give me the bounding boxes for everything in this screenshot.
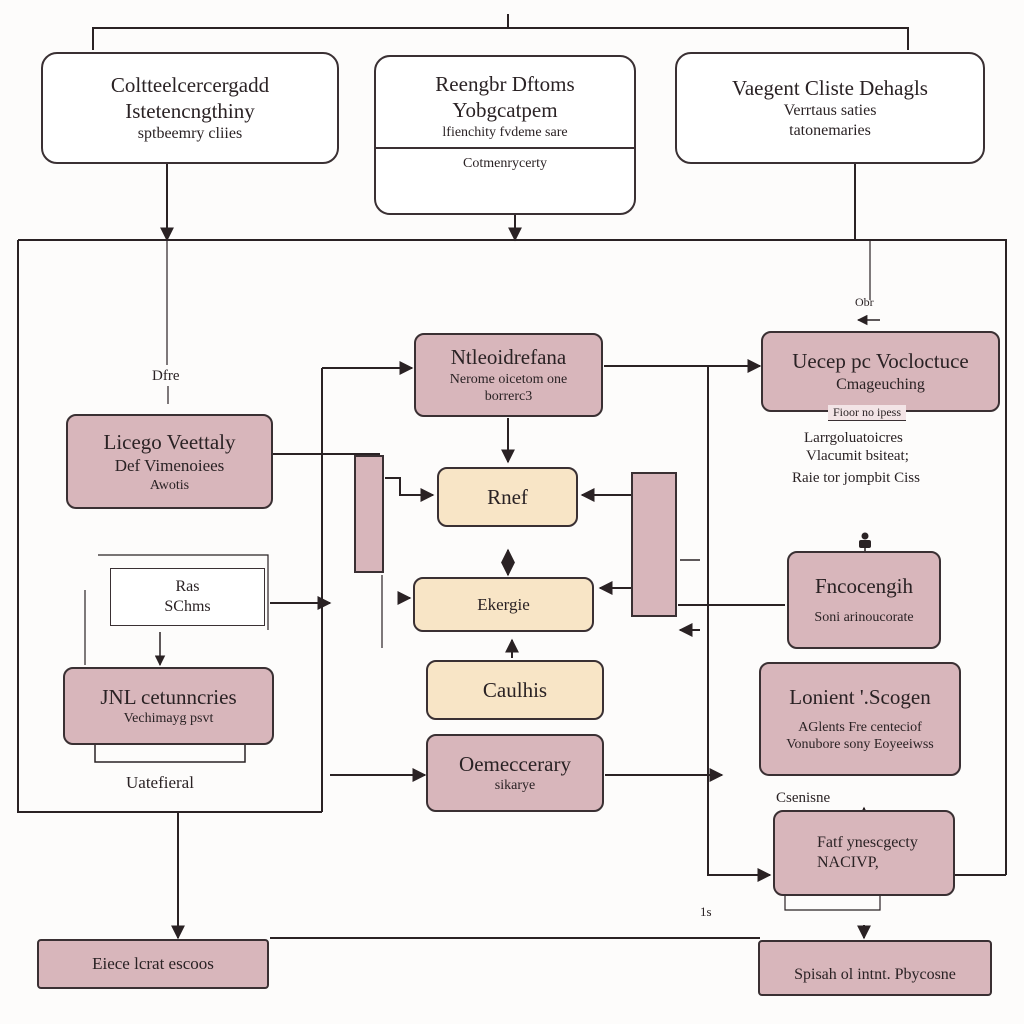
top-box-center-subtitle: Yobgcatpem <box>452 98 558 123</box>
left-node-1-caption: Awotis <box>149 477 190 493</box>
right-node-1: Uecep pc Vocloctuce Cmageuching <box>761 331 1000 412</box>
top-box-center: Reengbr Dftoms Yobgcatpem lfienchity fvd… <box>374 55 636 215</box>
center-node-1-subtitle: Nerome oicetom one <box>449 371 568 387</box>
right-node-4-subtitle: NACIVP, <box>817 854 879 871</box>
right-node-4-title: Fatf ynescgecty <box>817 834 918 851</box>
top-box-center-title: Reengbr Dftoms <box>435 72 575 96</box>
center-node-3-title: Ekergie <box>477 594 530 614</box>
right-mid-label: Csenisne <box>776 790 831 806</box>
center-node-4: Caulhis <box>426 660 604 720</box>
small-person-icon <box>858 532 872 548</box>
bottom-node-left: Eiece lcrat escoos <box>37 939 269 989</box>
left-node-1: Licego Veettaly Def Vimenoiees Awotis <box>66 414 273 509</box>
left-node-1-subtitle: Def Vimenoiees <box>114 456 225 476</box>
center-node-1-title: Ntleoidrefana <box>450 345 567 370</box>
top-box-center-note: Cotmenrycerty <box>463 156 547 171</box>
right-node-2-title: Fncocengih <box>815 574 913 599</box>
right-note-line-2: Vlacumit bsiteat; <box>806 448 909 464</box>
bottom-node-left-title: Eiece lcrat escoos <box>92 954 214 974</box>
top-box-left-caption: sptbeemry cliies <box>137 125 243 143</box>
center-node-1-caption: borrerc3 <box>484 389 533 405</box>
top-box-center-divider <box>376 147 634 149</box>
center-right-bar <box>631 472 677 617</box>
center-node-5-title: Oemeccerary <box>459 752 571 777</box>
label-ebr: Obr <box>855 295 874 309</box>
top-box-right-subtitle: Verrtaus saties <box>783 102 877 120</box>
left-node-2: Ras SChms <box>110 568 265 626</box>
right-note-line-1: Larrgoluatoicres <box>804 430 903 446</box>
center-node-2-title: Rnef <box>487 484 528 509</box>
left-node-1-title: Licego Veettaly <box>103 430 236 454</box>
right-node-2: Fncocengih Soni arinoucorate <box>787 551 941 649</box>
right-node-3-title: Lonient '.Scogen <box>789 685 931 710</box>
center-left-bar <box>354 455 384 573</box>
left-node-3-subtitle: Vechimayg psvt <box>123 711 214 727</box>
center-node-2: Rnef <box>437 467 578 527</box>
center-node-4-title: Caulhis <box>482 677 548 702</box>
center-node-5: Oemeccerary sikarye <box>426 734 604 812</box>
center-node-5-subtitle: sikarye <box>494 778 536 794</box>
top-box-left-subtitle: Istetencngthiny <box>125 99 255 123</box>
top-box-right-title: Vaegent Cliste Dehagls <box>732 75 928 100</box>
right-node-4: Fatf ynescgecty NACIVP, <box>773 810 955 896</box>
right-node-3: Lonient '.Scogen AGlents Fre centeciof V… <box>759 662 961 776</box>
right-node-3-caption: Vonubore sony Eoyeeiwss <box>786 737 934 753</box>
left-footer-label: Uatefieral <box>126 773 194 792</box>
right-node-1-tag: Fioor no ipess <box>828 405 907 421</box>
right-node-1-title: Uecep pc Vocloctuce <box>792 349 969 374</box>
right-node-1-subtitle: Cmageuching <box>836 375 925 393</box>
right-node-2-subtitle: Soni arinoucorate <box>814 610 914 626</box>
left-node-3: JNL cetunncries Vechimayg psvt <box>63 667 274 745</box>
top-box-center-caption: lfienchity fvdeme sare <box>442 124 568 140</box>
bottom-node-right: Spisah ol intnt. Pbycosne <box>758 940 992 996</box>
right-node-3-subtitle: AGlents Fre centeciof <box>798 719 922 735</box>
top-box-left: Coltteelcercergadd Istetencngthiny sptbe… <box>41 52 339 164</box>
label-dre: Dfre <box>152 368 180 384</box>
left-node-2-subtitle: SChms <box>164 598 211 615</box>
left-node-3-title: JNL cetunncries <box>100 685 237 710</box>
top-box-right: Vaegent Cliste Dehagls Verrtaus saties t… <box>675 52 985 164</box>
top-box-left-title: Coltteelcercergadd <box>110 72 270 97</box>
top-box-right-caption: tatonemaries <box>789 122 871 140</box>
center-node-3: Ekergie <box>413 577 594 632</box>
left-node-2-title: Ras <box>175 578 200 595</box>
page-number: 1s <box>700 904 712 919</box>
right-note-line-3: Raie tor jompbit Ciss <box>792 470 920 486</box>
bottom-node-right-title: Spisah ol intnt. Pbycosne <box>794 966 956 983</box>
center-node-1: Ntleoidrefana Nerome oicetom one borrerc… <box>414 333 603 417</box>
